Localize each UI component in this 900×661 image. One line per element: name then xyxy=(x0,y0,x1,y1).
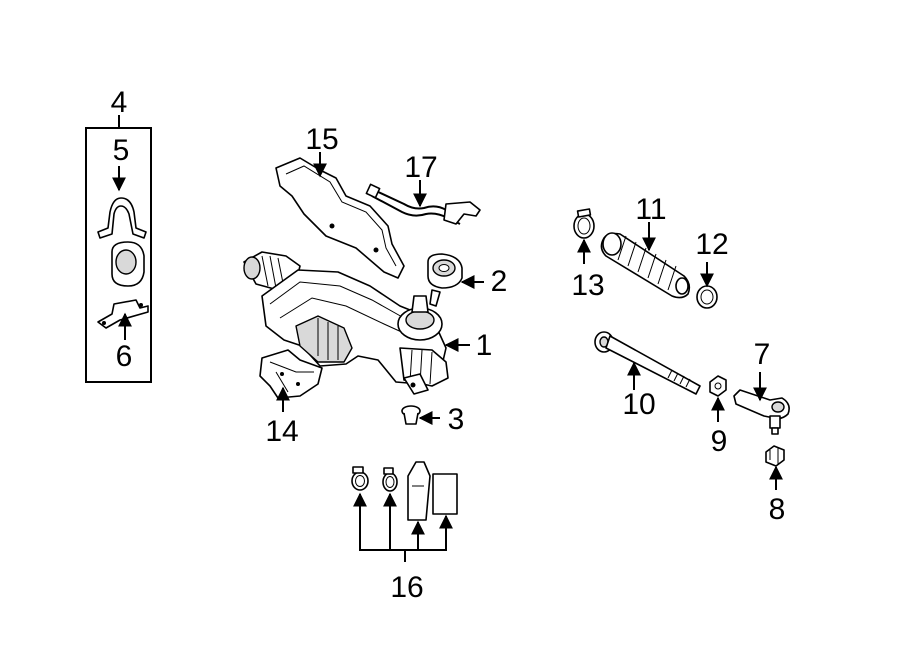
outer-tie-rod-end-part-7: 7 xyxy=(733,338,790,435)
clamp-small-2 xyxy=(382,467,398,492)
mount-kit-box xyxy=(85,127,152,383)
clamp-small-1 xyxy=(351,466,369,491)
inner-tie-rod-part-10: 10 xyxy=(594,331,701,421)
callout-13: 13 xyxy=(571,269,604,302)
clamp-part-5 xyxy=(97,197,147,239)
callout-8: 8 xyxy=(769,493,786,526)
grease-tube xyxy=(407,461,431,521)
callout-3: 3 xyxy=(448,403,465,436)
mount-kit-group: 4 5 6 xyxy=(85,86,152,383)
grease-packet xyxy=(432,473,458,515)
steering-gear-part-1: 1 xyxy=(243,251,493,395)
castle-nut-part-8: 8 xyxy=(765,445,786,526)
rack-boot-part-11: 11 xyxy=(600,193,691,299)
boot-clamp-part-13: 13 xyxy=(571,208,605,302)
callout-6: 6 xyxy=(116,340,133,373)
heat-shield-part-15: 15 xyxy=(275,123,405,279)
callout-11: 11 xyxy=(635,193,666,226)
callout-10: 10 xyxy=(622,388,655,421)
callout-9: 9 xyxy=(711,425,728,458)
callout-14: 14 xyxy=(265,415,298,448)
hose-part-17: 17 xyxy=(365,151,481,225)
callout-5: 5 xyxy=(113,134,130,167)
boot-kit-part-16: 16 xyxy=(351,461,458,604)
callout-15: 15 xyxy=(305,123,338,156)
callout-4: 4 xyxy=(111,86,128,119)
gear-shield-part-14: 14 xyxy=(259,349,323,448)
jam-nut-part-9: 9 xyxy=(709,375,728,458)
callout-12: 12 xyxy=(695,228,728,261)
mounting-bolt-part-3: 3 xyxy=(401,403,465,436)
rubber-bushing xyxy=(111,241,145,287)
mount-insulator-part-2: 2 xyxy=(427,253,508,298)
boot-clamp-part-12: 12 xyxy=(695,228,729,309)
callout-16: 16 xyxy=(390,571,423,604)
callout-2: 2 xyxy=(491,265,508,298)
callout-17: 17 xyxy=(404,151,437,184)
callout-1: 1 xyxy=(476,329,493,362)
callout-7: 7 xyxy=(754,338,771,371)
